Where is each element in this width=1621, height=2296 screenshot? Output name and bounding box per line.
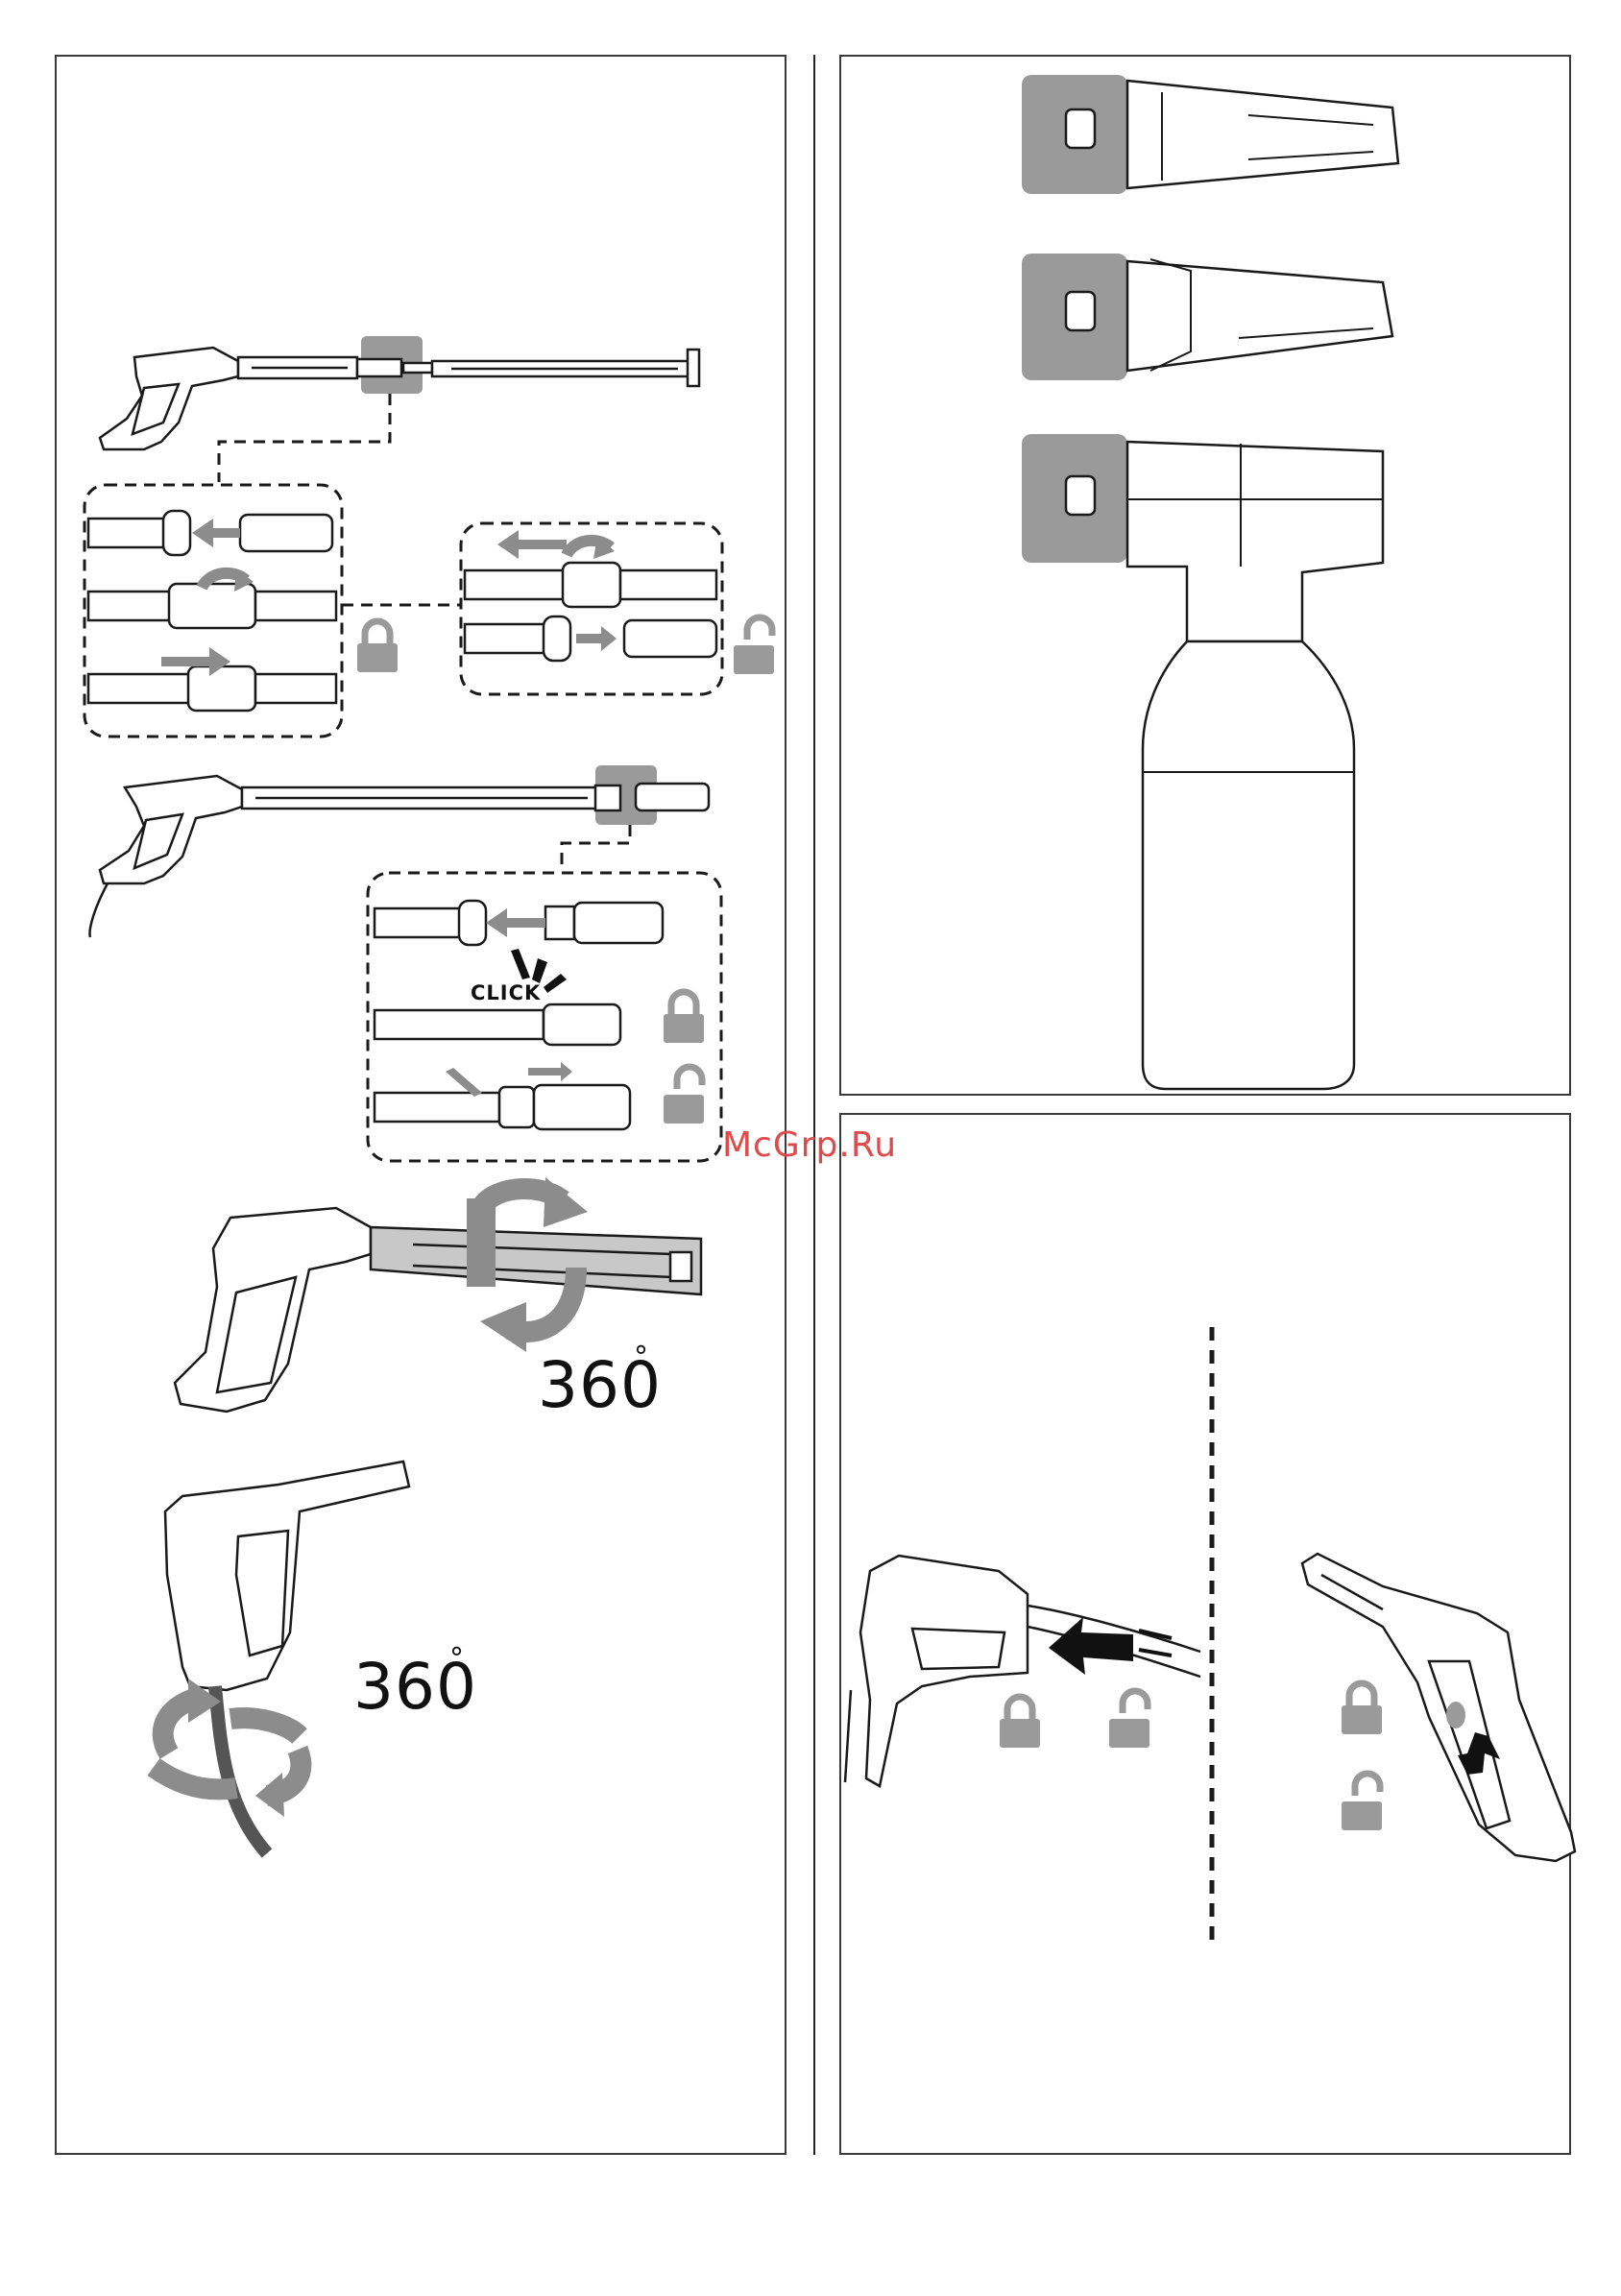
spray-gun-icon xyxy=(100,336,699,449)
padlock-open-icon xyxy=(734,617,774,674)
watermark-text: McGrp.Ru xyxy=(722,1125,897,1165)
detail-box-disconnect xyxy=(461,523,722,694)
degree-symbol-lance: ° xyxy=(634,1341,648,1374)
push-arrow-icon xyxy=(1049,1617,1172,1675)
nozzle-icon xyxy=(1022,75,1398,194)
padlock-closed-icon xyxy=(664,992,704,1043)
padlock-open-icon xyxy=(1109,1691,1149,1748)
click-label: CLICK xyxy=(471,981,541,1004)
padlock-open-icon xyxy=(1342,1774,1382,1830)
nozzle-icon xyxy=(1022,254,1392,380)
padlock-closed-icon xyxy=(357,621,398,672)
padlock-closed-icon xyxy=(1000,1697,1040,1748)
padlock-open-icon xyxy=(664,1067,704,1124)
padlock-closed-icon xyxy=(1342,1683,1382,1734)
degree-symbol-hose: ° xyxy=(449,1642,464,1676)
foam-bottle-icon xyxy=(1022,434,1383,1089)
